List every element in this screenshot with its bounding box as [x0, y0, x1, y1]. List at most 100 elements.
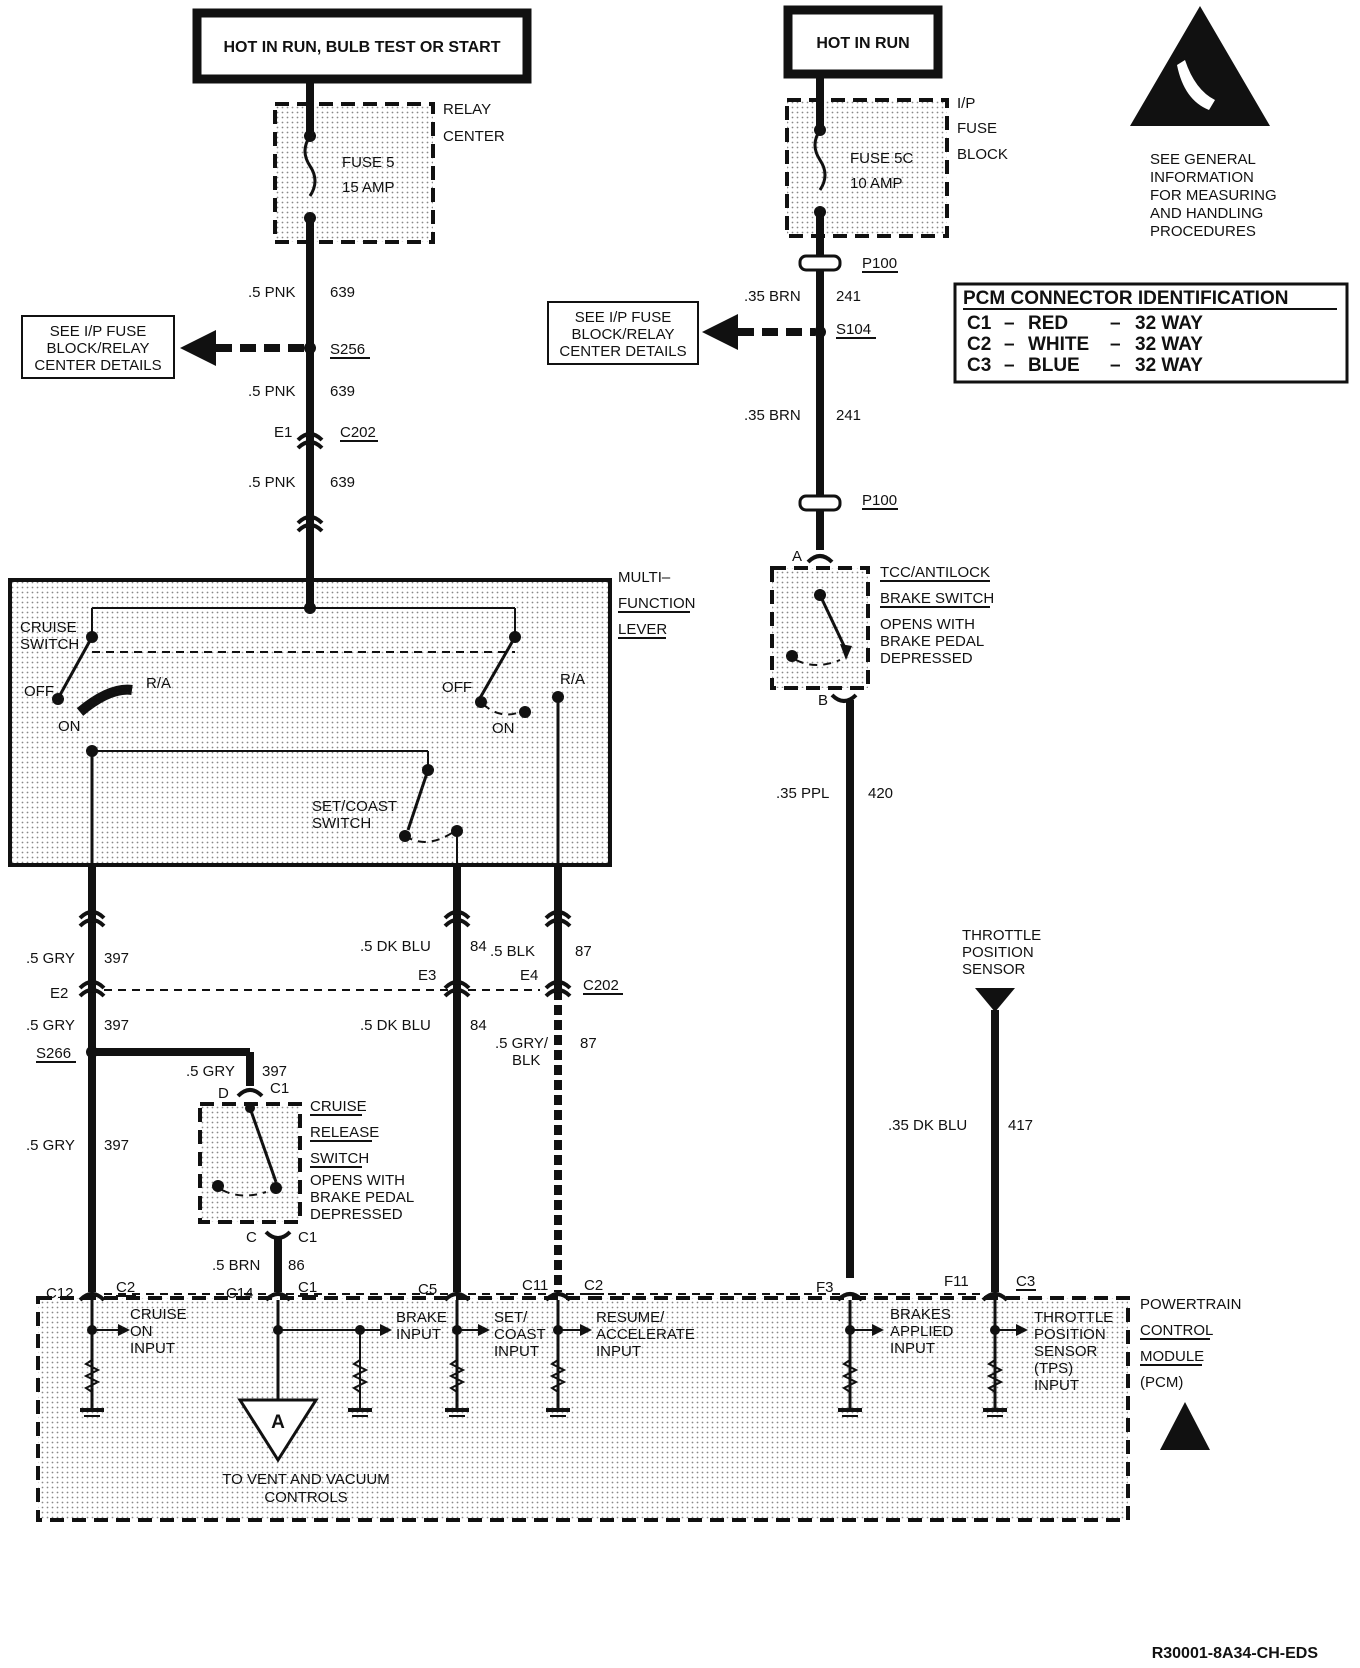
- tps-input-5: INPUT: [1034, 1377, 1079, 1394]
- wire-gryblk-line-1: .5 GRY/: [495, 1035, 549, 1052]
- pcm-pin-c12: C12: [46, 1285, 74, 1302]
- circuit-417: 417: [1008, 1117, 1033, 1134]
- tcc-label-3: OPENS WITH: [880, 616, 975, 633]
- circuit-397-mid: 397: [104, 1017, 129, 1034]
- esd-note-line-1: SEE GENERAL: [1150, 151, 1256, 168]
- cruise-release-pin-d: D: [218, 1085, 229, 1102]
- pcm-conn-row-3-size: 32 WAY: [1135, 355, 1203, 376]
- tps-label-1: THROTTLE: [962, 927, 1041, 944]
- pcm-input-tps: THROTTLE POSITION SENSOR (TPS) INPUT: [983, 1300, 1113, 1417]
- multifunction-label-3: LEVER: [618, 621, 667, 638]
- relay-center-fuse: FUSE 5 15 AMP RELAY CENTER: [273, 80, 505, 560]
- relay-center-label-1: RELAY: [443, 101, 491, 118]
- cruise-switch-label-1: CRUISE: [20, 619, 77, 636]
- wire-dkblu-low: .5 DK BLU: [360, 1017, 431, 1034]
- connector-c202-bottom: C202: [583, 977, 619, 994]
- vent-marker-icon: [237, 1398, 319, 1463]
- circuit-84-low: 84: [470, 1017, 487, 1034]
- circuit-87-top: 87: [575, 943, 592, 960]
- cruise-release-conn-top: C1: [270, 1080, 289, 1097]
- pcm-conn-row-1-color: RED: [1028, 313, 1068, 334]
- esd-note-line-5: PROCEDURES: [1150, 223, 1256, 240]
- circuit-241-b: 241: [836, 407, 861, 424]
- pcm-conn-row-1-size: 32 WAY: [1135, 313, 1203, 334]
- circuit-397-branch: 397: [262, 1063, 287, 1080]
- multifunction-lever: CRUISE SWITCH OFF R/A ON OFF R/A ON SET/…: [8, 540, 696, 870]
- circuit-84-top: 84: [470, 938, 487, 955]
- circuit-86: 86: [288, 1257, 305, 1274]
- set-coast-input-1: SET/: [494, 1309, 528, 1326]
- brake-input-2: INPUT: [396, 1326, 441, 1343]
- relay-center-label-2: CENTER: [443, 128, 505, 145]
- wire-ppl: .35 PPL: [776, 785, 829, 802]
- connector-p100-bottom: P100: [862, 492, 897, 509]
- tcc-label-2: BRAKE SWITCH: [880, 590, 994, 607]
- fuse-5c-label: FUSE 5C: [850, 150, 914, 167]
- connector-c202-top: C202: [340, 424, 376, 441]
- wire-pnk-c: .5 PNK: [248, 474, 296, 491]
- pcm-conn-row-2-conn: C2: [967, 334, 991, 355]
- ip-fuse-block-label-1: I/P: [957, 95, 975, 112]
- brakes-applied-input-2: APPLIED: [890, 1323, 954, 1340]
- vent-marker-letter: A: [271, 1412, 285, 1433]
- circuit-87-bottom: 87: [580, 1035, 597, 1052]
- cruise-release-label-1: CRUISE: [310, 1098, 367, 1115]
- wire-gry-mid: .5 GRY: [26, 1017, 75, 1034]
- wire-brn-cruise: .5 BRN: [212, 1257, 260, 1274]
- tcc-antilock-brake-switch: A B TCC/ANTILOCK BRAKE SWITCH OPENS WITH…: [770, 548, 994, 1278]
- pcm-conn-row-3-color: BLUE: [1028, 355, 1080, 376]
- power-source-left-label: HOT IN RUN, BULB TEST OR START: [223, 39, 500, 56]
- throttle-position-sensor: THROTTLE POSITION SENSOR: [962, 927, 1041, 1012]
- multifunction-label-2: FUNCTION: [618, 595, 696, 612]
- see-details-right-line-2: BLOCK/RELAY: [571, 326, 674, 343]
- esd-note-line-4: AND HANDLING: [1150, 205, 1263, 222]
- cruise-on-input-3: INPUT: [130, 1340, 175, 1357]
- esd-note-line-2: INFORMATION: [1150, 169, 1254, 186]
- circuit-241-a: 241: [836, 288, 861, 305]
- splice-s266: S266: [36, 1045, 71, 1062]
- pcm-conn-row-1-dash1: –: [1004, 313, 1015, 334]
- wire-dkblu-top: .5 DK BLU: [360, 938, 431, 955]
- pcm-pin-c11: C11: [522, 1277, 548, 1294]
- circuit-420: 420: [868, 785, 893, 802]
- cruise-on-input-1: CRUISE: [130, 1306, 187, 1323]
- circuit-639-b: 639: [330, 383, 355, 400]
- see-details-right-line-1: SEE I/P FUSE: [575, 309, 671, 326]
- off-right-label: OFF: [442, 679, 472, 696]
- pcm-connector-id-table: PCM CONNECTOR IDENTIFICATION C1 – RED – …: [953, 282, 1349, 384]
- tcc-pin-a: A: [792, 548, 802, 565]
- cruise-release-conn-bottom: C1: [298, 1229, 317, 1246]
- cruise-release-switch: .5 GRY 397 D C1 C C1 .5 BRN 86 CRUISE RE…: [92, 1048, 414, 1292]
- fuse-5-label: FUSE 5: [342, 154, 395, 171]
- see-details-left-line-1: SEE I/P FUSE: [50, 323, 146, 340]
- tps-input-4: (TPS): [1034, 1360, 1073, 1377]
- pin-e3: E3: [418, 967, 436, 984]
- ra-right-label: R/A: [560, 671, 585, 688]
- resume-input-1: RESUME/: [596, 1309, 665, 1326]
- cruise-release-pin-c: C: [246, 1229, 257, 1246]
- resume-input-3: INPUT: [596, 1343, 641, 1360]
- pcm-pin-f11: F11: [944, 1273, 969, 1290]
- pcm-pin-c14: C14: [226, 1285, 254, 1302]
- esd-warning: SEE GENERAL INFORMATION FOR MEASURING AN…: [1130, 6, 1277, 240]
- tps-sensor-icon: [975, 988, 1015, 1012]
- pcm-input-brake: BRAKE INPUT A TO VENT AND VACUUM CONTROL…: [222, 1300, 447, 1506]
- wire-gry-top: .5 GRY: [26, 950, 75, 967]
- pcm-input-brakes-applied: BRAKES APPLIED INPUT: [838, 1300, 954, 1417]
- pcm-conn-row-3-conn: C3: [967, 355, 991, 376]
- pcm-conn-row-1-conn: C1: [967, 313, 992, 334]
- cruise-release-label-5: BRAKE PEDAL: [310, 1189, 414, 1206]
- ra-left-label: R/A: [146, 675, 171, 692]
- power-source-left: HOT IN RUN, BULB TEST OR START: [192, 8, 532, 84]
- brakes-applied-input-3: INPUT: [890, 1340, 935, 1357]
- circuit-639-a: 639: [330, 284, 355, 301]
- see-details-right-line-3: CENTER DETAILS: [559, 343, 686, 360]
- pin-e4: E4: [520, 967, 538, 984]
- wire-brn-a: .35 BRN: [744, 288, 801, 305]
- circuit-397-low: 397: [104, 1137, 129, 1154]
- ip-fuse-block: FUSE 5C 10 AMP I/P FUSE BLOCK: [785, 74, 1008, 550]
- tps-label-2: POSITION: [962, 944, 1034, 961]
- wire-pnk-b: .5 PNK: [248, 383, 296, 400]
- off-left-label: OFF: [24, 683, 54, 700]
